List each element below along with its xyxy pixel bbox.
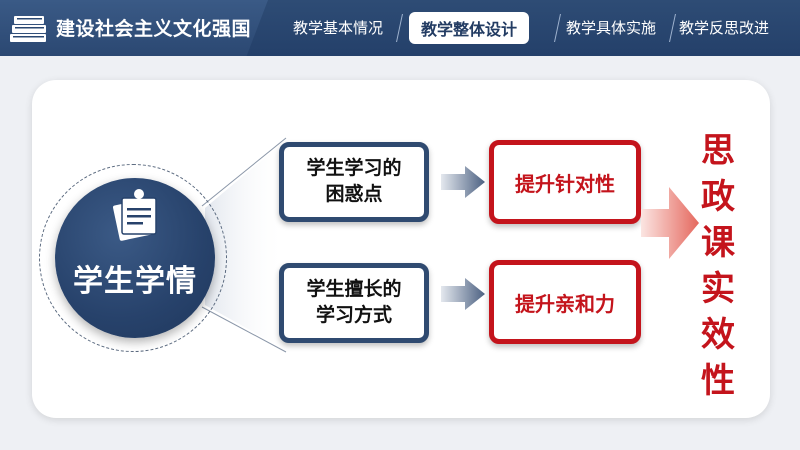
tab-implementation[interactable]: 教学具体实施 — [566, 19, 657, 37]
big-arrow-right-icon — [641, 187, 699, 259]
nav-tabs: 教学基本情况 教学整体设计 教学具体实施 教学反思改进 — [285, 0, 800, 56]
goal-char: 效 — [701, 315, 735, 355]
result-box-affinity: 提升亲和力 — [489, 260, 641, 344]
issue-box-confusion: 学生学习的 困惑点 — [279, 142, 429, 222]
tab-separator — [554, 14, 561, 42]
tab-reflection[interactable]: 教学反思改进 — [679, 19, 770, 37]
arrow-right-icon — [441, 166, 485, 198]
brand-panel: 建设社会主义文化强国 — [0, 0, 268, 56]
note-icon — [113, 189, 157, 241]
goal-char: 政 — [701, 177, 735, 217]
goal-char: 课 — [701, 223, 735, 263]
result-box-targeting: 提升针对性 — [489, 140, 641, 224]
tab-teaching-basics[interactable]: 教学基本情况 — [293, 19, 384, 37]
brand-title: 建设社会主义文化强国 — [56, 18, 252, 40]
header-bar: 建设社会主义文化强国 教学基本情况 教学整体设计 教学具体实施 教学反思改进 — [0, 0, 800, 56]
arrow-right-icon — [441, 278, 485, 310]
tab-overall-design[interactable]: 教学整体设计 — [409, 12, 530, 44]
center-label: 学生学情 — [73, 264, 197, 299]
books-icon — [10, 16, 46, 42]
goal-vertical-title: 思 政 课 实 效 性 — [692, 128, 744, 404]
center-circle-ring — [39, 164, 227, 352]
tab-separator — [669, 14, 676, 42]
issue-box-learning-style: 学生擅长的 学习方式 — [279, 263, 429, 343]
goal-char: 思 — [701, 131, 735, 171]
goal-char: 实 — [701, 269, 735, 309]
goal-char: 性 — [701, 361, 735, 401]
tab-separator — [396, 14, 403, 42]
